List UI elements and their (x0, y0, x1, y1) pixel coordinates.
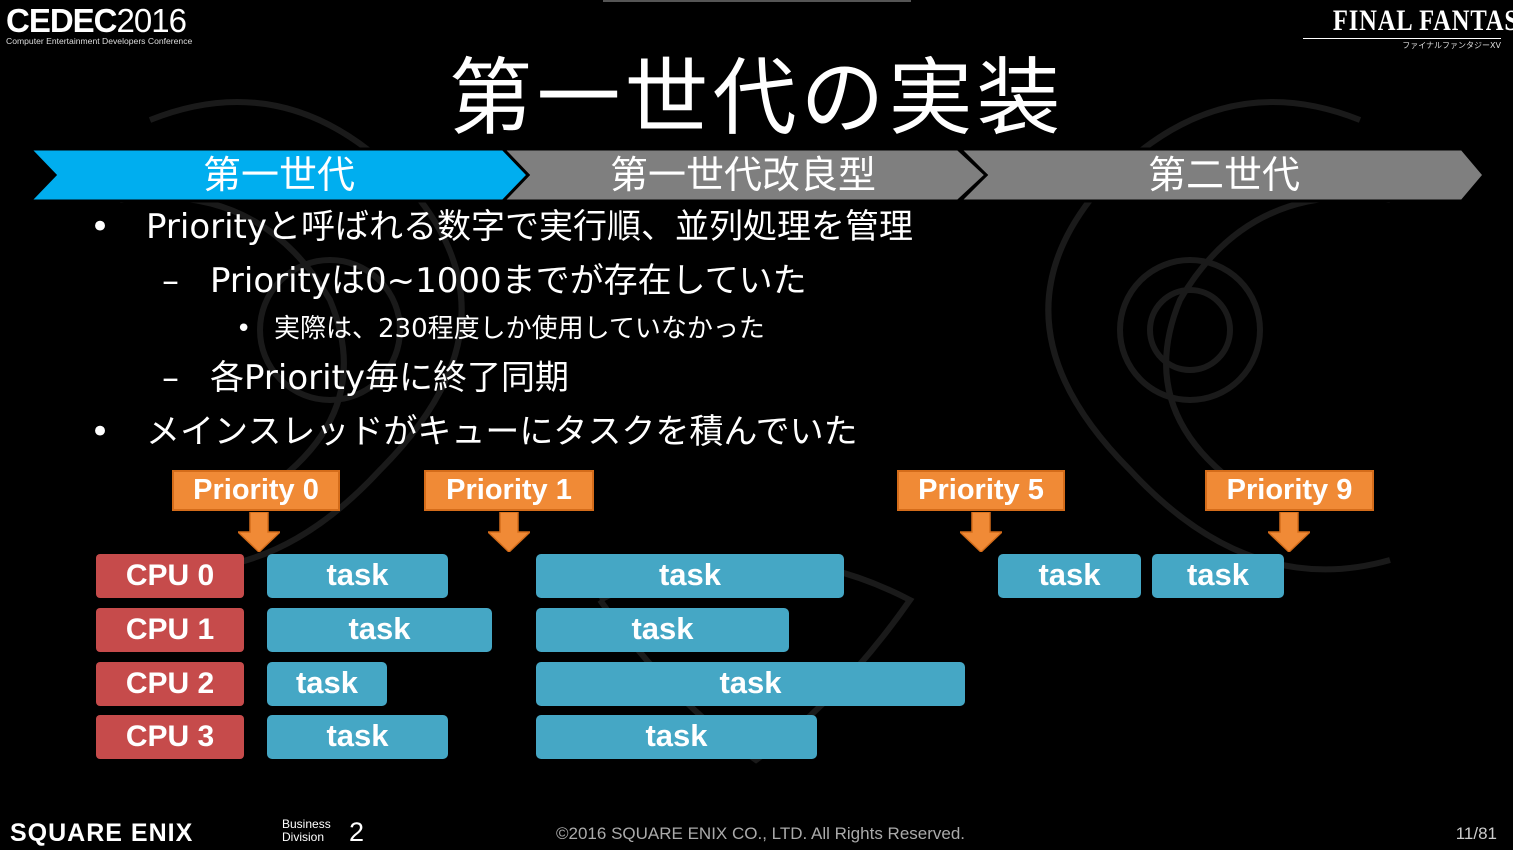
business-division-logo: Business Division 2 (282, 818, 372, 848)
bullet-2: • メインスレッドがキューにタスクを積んでいた (90, 412, 858, 452)
top-divider (603, 0, 911, 2)
square-enix-logo: SQUARE ENIX (10, 819, 194, 847)
bullet-1-1: – Priorityは0~1000までが存在していた (162, 261, 807, 301)
task-cpu3-p0: task (267, 715, 448, 759)
task-cpu0-p0: task (267, 554, 448, 598)
cpu-2-label: CPU 2 (96, 662, 244, 706)
task-cpu0-p9: task (1152, 554, 1284, 598)
bullet-1: • Priorityと呼ばれる数字で実行順、並列処理を管理 (90, 207, 913, 247)
final-fantasy-logo-katakana: ファイナルファンタジーXV (1402, 41, 1501, 50)
bullet-2-mark: • (90, 412, 111, 452)
priority-0-arrow-icon (238, 512, 280, 552)
bullet-2-text: メインスレッドがキューにタスクを積んでいた (146, 412, 858, 452)
cpu-3-label: CPU 3 (96, 715, 244, 759)
bullet-1-1-1: • 実際は、230程度しか使用していなかった (236, 313, 765, 345)
task-cpu1-p1: task (536, 608, 789, 652)
priority-5-arrow-icon (960, 512, 1002, 552)
task-cpu1-p0: task (267, 608, 492, 652)
business-division-line1: Business (282, 817, 331, 831)
bullet-1-2-text: 各Priority毎に終了同期 (210, 358, 570, 398)
business-division-number: 2 (349, 817, 365, 847)
priority-9-label: Priority 9 (1205, 470, 1374, 511)
cedec-logo-bold: CEDEC (6, 2, 118, 39)
slide-title: 第一世代の実装 (448, 49, 1065, 147)
priority-1-label: Priority 1 (424, 470, 594, 511)
bullet-1-1-text: Priorityは0~1000までが存在していた (210, 261, 807, 301)
chevron-shapes (26, 147, 1486, 203)
task-cpu0-p5: task (998, 554, 1141, 598)
bullet-1-1-1-mark: • (236, 314, 252, 344)
bullet-1-text: Priorityと呼ばれる数字で実行順、並列処理を管理 (146, 207, 914, 247)
cedec-logo-subtitle: Computer Entertainment Developers Confer… (6, 36, 193, 46)
generation-chevrons: 第一世代 第一世代改良型 第二世代 (0, 146, 1513, 204)
chevron-gen1-improved-label: 第一世代改良型 (609, 153, 876, 197)
task-cpu2-p1: task (536, 662, 965, 706)
task-cpu2-p0: task (267, 662, 387, 706)
priority-9-arrow-icon (1268, 512, 1310, 552)
bullet-1-2-mark: – (162, 358, 179, 398)
cedec-logo-year: 2016 (116, 2, 187, 39)
page-number: 11/81 (1455, 824, 1497, 843)
bullet-1-1-1-text: 実際は、230程度しか使用していなかった (274, 314, 765, 344)
task-cpu0-p1: task (536, 554, 844, 598)
priority-5-label: Priority 5 (897, 470, 1065, 511)
final-fantasy-logo-rule (1303, 38, 1501, 39)
final-fantasy-logo-text: FINAL FANTASY XV (1332, 4, 1513, 37)
task-cpu3-p1: task (536, 715, 817, 759)
cpu-0-label: CPU 0 (96, 554, 244, 598)
priority-0-label: Priority 0 (172, 470, 340, 511)
business-division-line2: Division (282, 830, 325, 844)
bullet-1-1-mark: – (162, 261, 179, 301)
chevron-gen2-label: 第二世代 (1147, 153, 1300, 197)
copyright-text: ©2016 SQUARE ENIX CO., LTD. All Rights R… (556, 824, 966, 843)
cpu-1-label: CPU 1 (96, 608, 244, 652)
final-fantasy-logo: FINAL FANTASY XV ファイナルファンタジーXV (1296, 4, 1513, 51)
chevron-shape-gen1 (26, 147, 531, 203)
bullet-1-2: – 各Priority毎に終了同期 (162, 358, 569, 398)
chevron-gen1-label: 第一世代 (202, 153, 355, 197)
cedec-logo: CEDEC2016 Computer Entertainment Develop… (6, 4, 196, 48)
bullet-1-mark: • (90, 207, 111, 247)
priority-1-arrow-icon (488, 512, 530, 552)
